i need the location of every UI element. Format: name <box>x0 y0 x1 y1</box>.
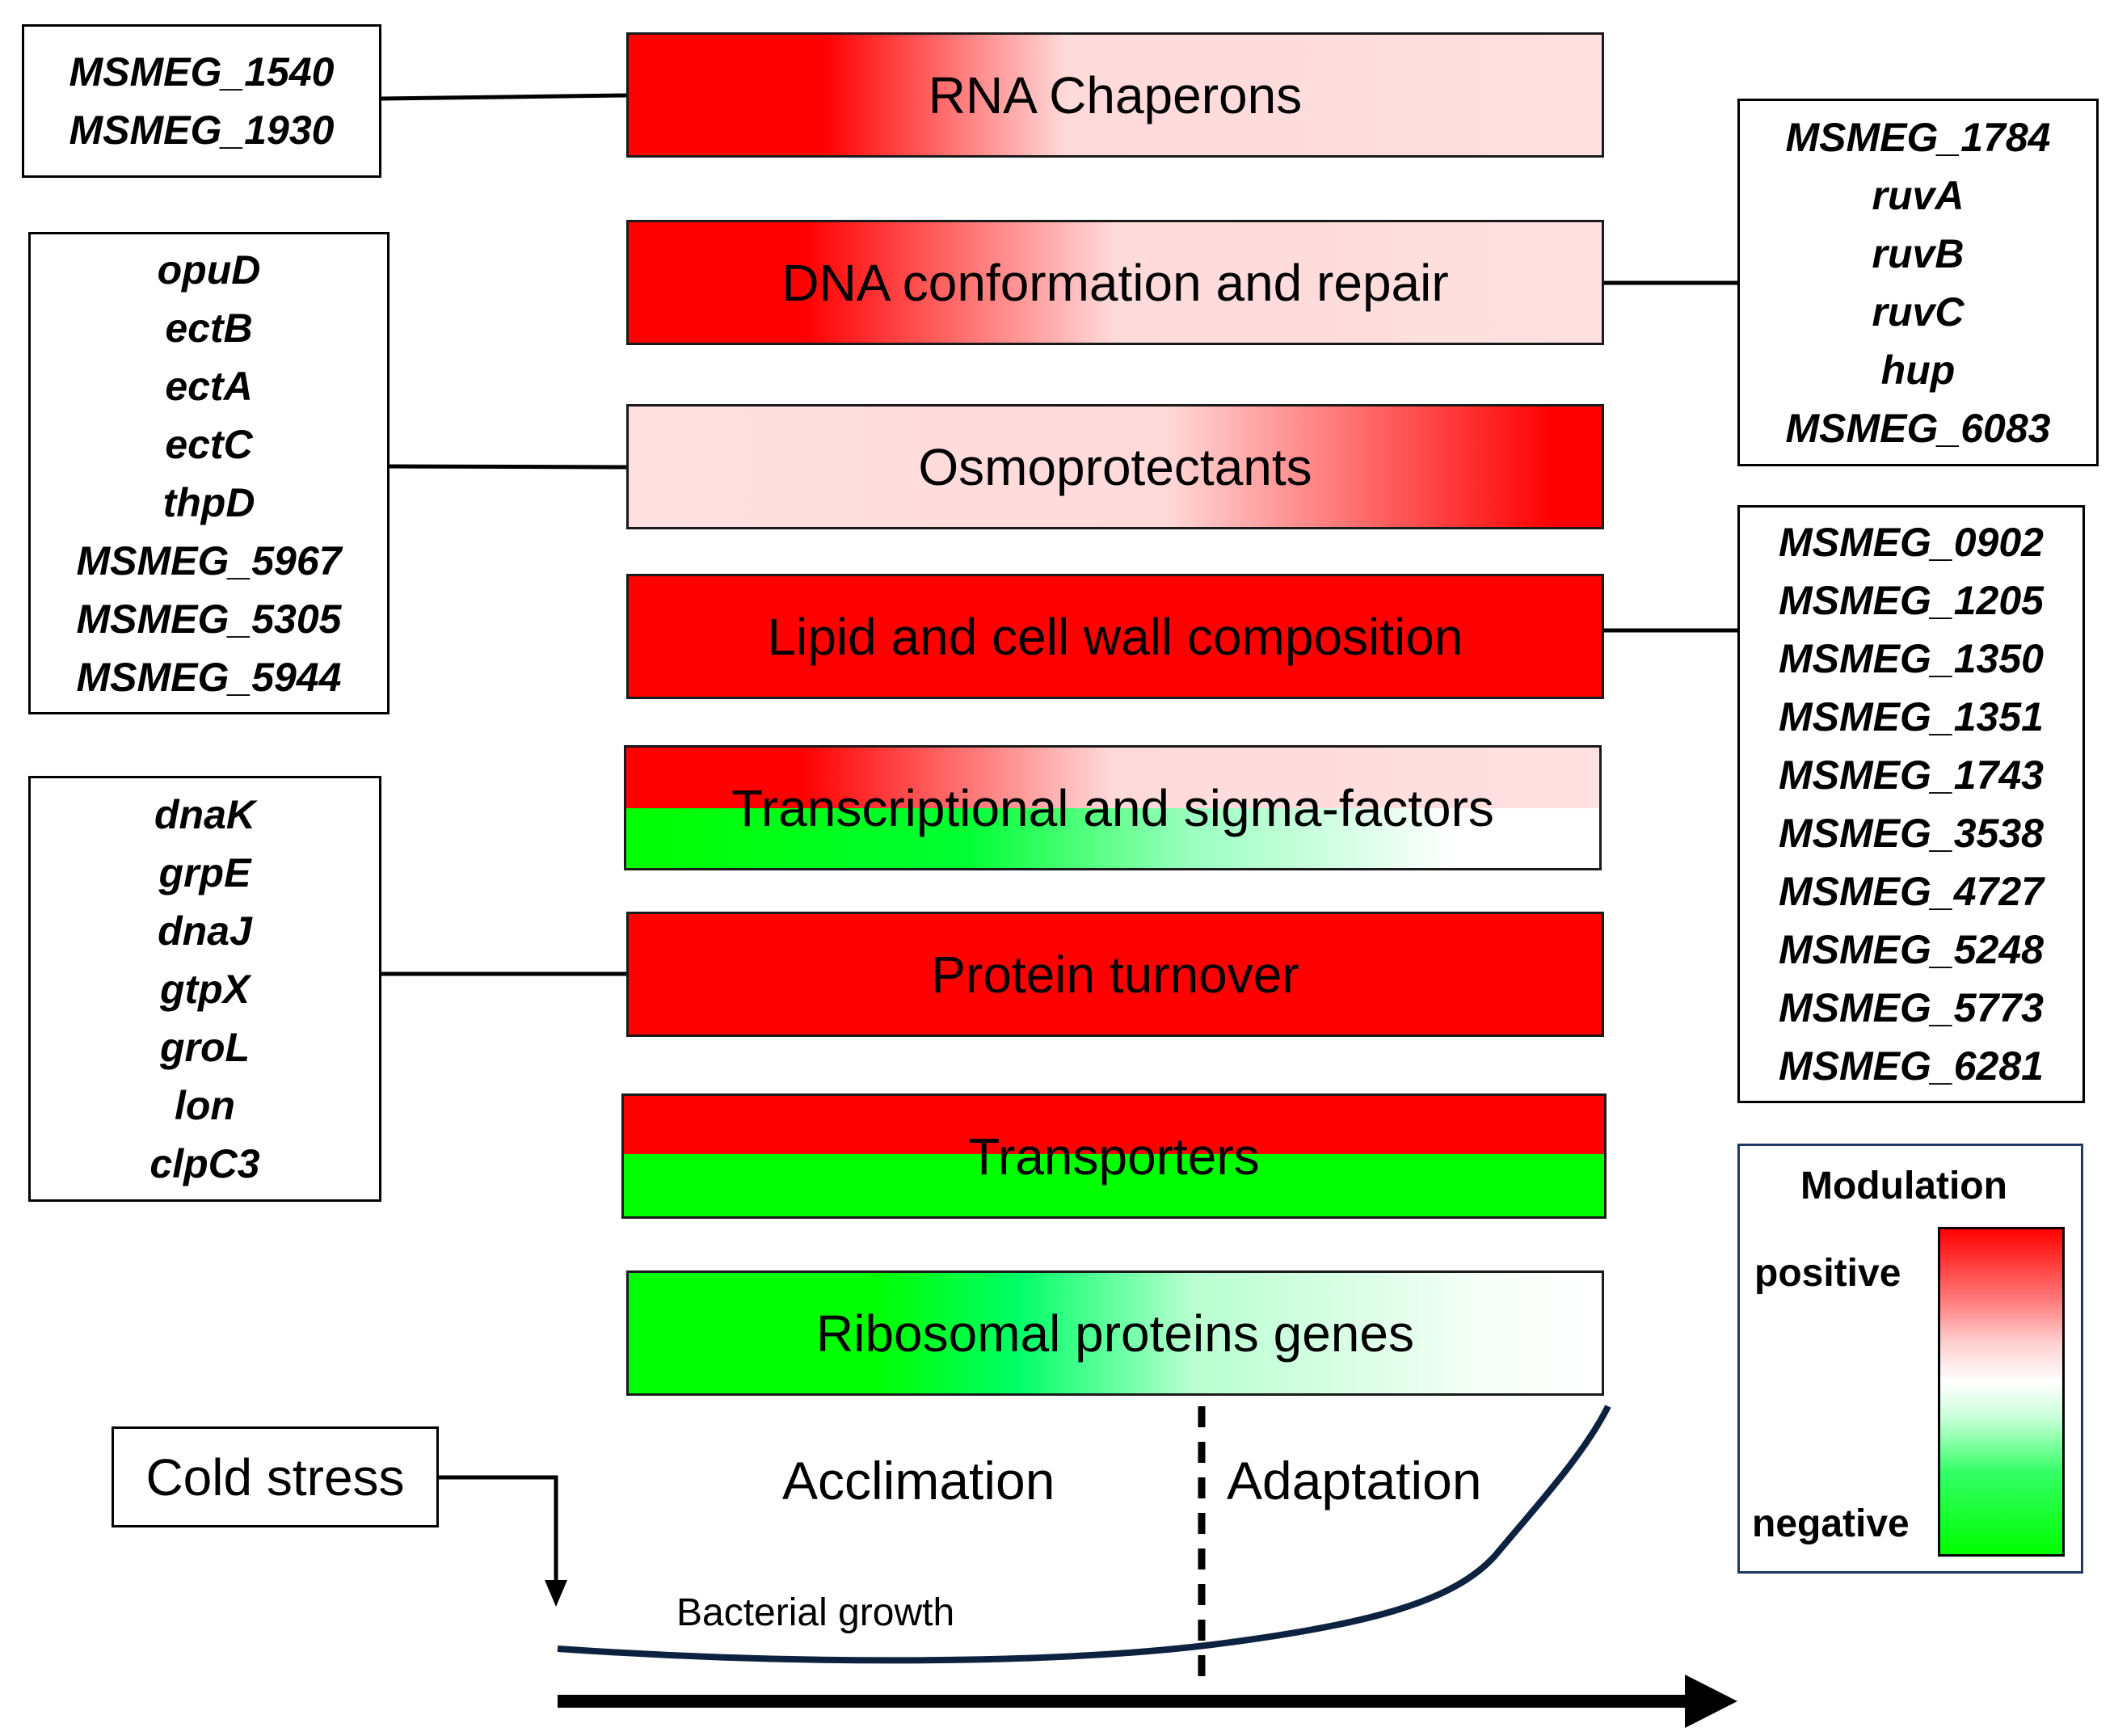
connector-rna-chaperons <box>381 93 627 101</box>
gene-name: ectB <box>165 305 253 351</box>
category-bar-lipid-cell-wall: Lipid and cell wall composition <box>626 574 1604 699</box>
category-bar-transcriptional: Transcriptional and sigma-factors <box>624 745 1602 870</box>
gene-name: MSMEG_0902 <box>1779 520 2044 565</box>
gene-name: MSMEG_5248 <box>1779 927 2044 972</box>
category-label: Ribosomal proteins genes <box>816 1304 1414 1363</box>
gene-name: gtpX <box>159 966 251 1012</box>
gene-name: thpD <box>162 479 255 525</box>
gene-box-osmoprotectants: opuD ectB ectA ectC thpD MSMEG_5967 MSME… <box>28 232 390 714</box>
negative-half <box>626 807 1599 868</box>
legend-color-scale <box>1938 1227 2065 1557</box>
gene-name: MSMEG_1743 <box>1779 752 2044 798</box>
legend-positive-label: positive <box>1754 1252 1901 1295</box>
category-label: Protein turnover <box>931 945 1299 1004</box>
gene-name: clpC3 <box>149 1140 260 1186</box>
legend-negative-label: negative <box>1752 1502 1910 1545</box>
cold-stress-box: Cold stress <box>112 1426 439 1527</box>
gene-name: MSMEG_1205 <box>1779 578 2044 623</box>
gene-name: MSMEG_1540 <box>69 49 335 95</box>
gene-name: MSMEG_6281 <box>1779 1043 2044 1089</box>
category-bar-transporters: Transporters <box>621 1093 1607 1219</box>
legend-title: Modulation <box>1800 1165 2007 1207</box>
growth-curve-label: Bacterial growth <box>676 1591 955 1634</box>
gene-name: dnaJ <box>158 908 252 954</box>
gene-name: dnaK <box>154 791 255 837</box>
positive-half <box>626 748 1599 808</box>
gene-name: opuD <box>157 246 261 293</box>
gene-name: MSMEG_5773 <box>1779 985 2044 1030</box>
gene-box-dna-repair: MSMEG_1784 ruvA ruvB ruvC hup MSMEG_6083 <box>1737 99 2099 466</box>
category-bar-osmoprotectants: Osmoprotectants <box>626 404 1604 529</box>
gene-name: grpE <box>158 849 251 895</box>
gene-name: lon <box>175 1082 235 1128</box>
cold-stress-label: Cold stress <box>145 1447 405 1506</box>
category-bar-ribosomal: Ribosomal proteins genes <box>626 1270 1604 1396</box>
category-label: Transcriptional and sigma-factors <box>731 778 1494 837</box>
gene-box-rna-chaperons: MSMEG_1540 MSMEG_1930 <box>22 24 381 178</box>
legend: Modulation positive negative <box>1737 1144 2083 1574</box>
gene-name: groL <box>159 1024 251 1070</box>
category-label: Lipid and cell wall composition <box>767 607 1463 666</box>
gene-name: ruvA <box>1872 172 1965 218</box>
gene-name: ruvB <box>1872 230 1965 276</box>
category-label: RNA Chaperons <box>928 65 1303 124</box>
gene-name: MSMEG_1350 <box>1779 636 2044 681</box>
time-axis-arrow-head <box>1685 1675 1737 1728</box>
gene-name: MSMEG_5967 <box>76 537 342 584</box>
gene-name: MSMEG_5944 <box>76 654 342 700</box>
category-label: Osmoprotectants <box>918 437 1312 496</box>
gene-name: ectA <box>165 363 253 409</box>
cold-stress-arrow-head <box>545 1580 567 1607</box>
gene-name: hup <box>1880 347 1956 393</box>
category-bar-rna-chaperons: RNA Chaperons <box>626 32 1604 158</box>
gene-name: MSMEG_3538 <box>1779 811 2044 856</box>
category-bar-dna-repair: DNA conformation and repair <box>626 220 1604 345</box>
acclimation-label: Acclimation <box>782 1451 1055 1511</box>
gene-box-lipid-cell-wall: MSMEG_0902 MSMEG_1205 MSMEG_1350 MSMEG_1… <box>1737 505 2085 1103</box>
gene-name: MSMEG_1351 <box>1779 694 2044 739</box>
positive-half <box>624 1096 1604 1154</box>
gene-name: MSMEG_1784 <box>1785 114 2051 160</box>
gene-name: ruvC <box>1872 289 1965 335</box>
category-label: Transporters <box>968 1127 1260 1186</box>
gene-name: MSMEG_4727 <box>1779 869 2044 914</box>
gene-box-protein-turnover: dnaK grpE dnaJ gtpX groL lon clpC3 <box>28 776 381 1202</box>
adaptation-label: Adaptation <box>1227 1451 1482 1511</box>
connector-osmoprotectants <box>389 464 627 470</box>
category-bar-protein-turnover: Protein turnover <box>626 912 1604 1037</box>
gene-name: MSMEG_1930 <box>69 107 335 153</box>
gene-name: ectC <box>165 421 253 467</box>
cold-stress-arrow <box>439 1475 558 1584</box>
negative-half <box>624 1153 1604 1216</box>
category-label: DNA conformation and repair <box>781 253 1449 312</box>
gene-name: MSMEG_5305 <box>76 596 342 642</box>
gene-name: MSMEG_6083 <box>1785 405 2051 451</box>
